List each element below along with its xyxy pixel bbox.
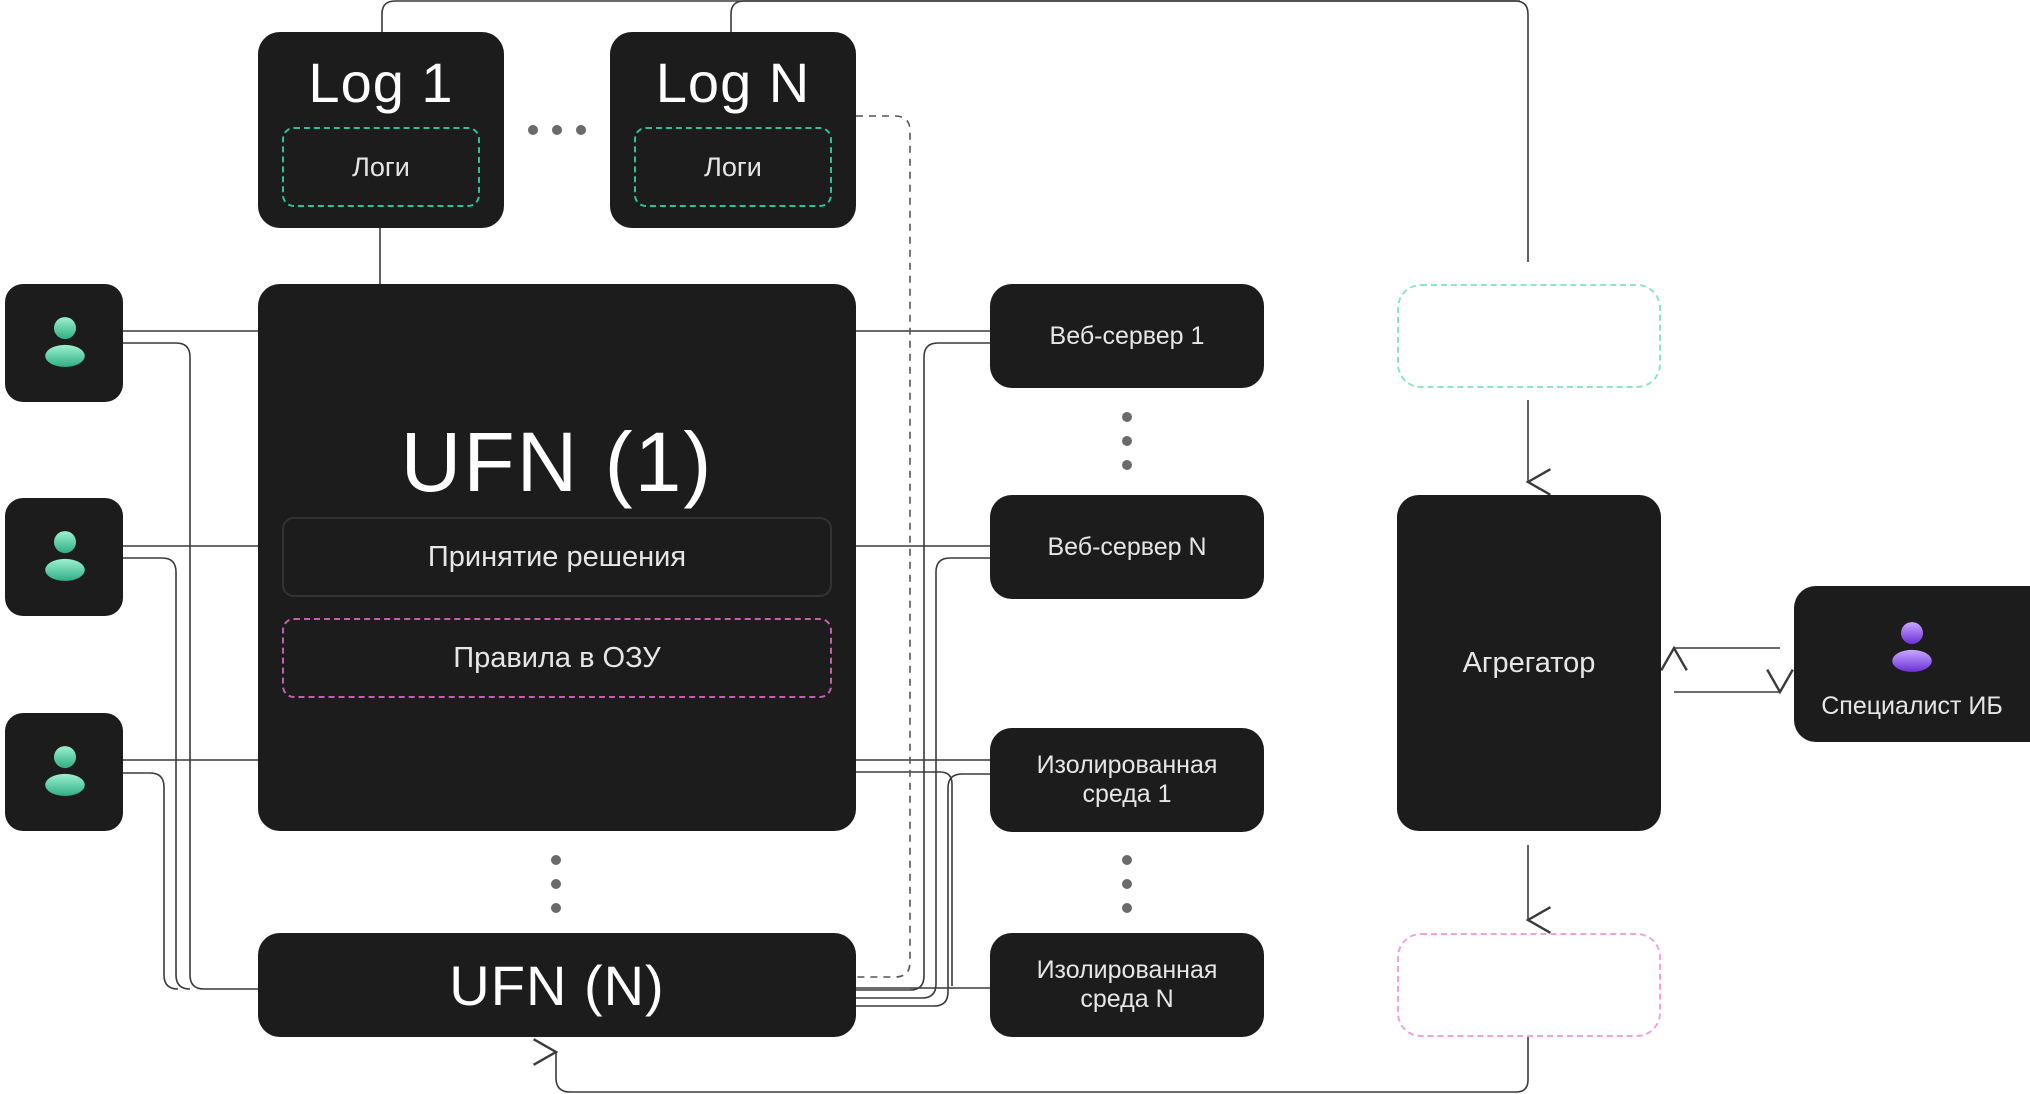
sandbox-n-label: Изолированная среда N — [1036, 956, 1218, 1013]
ellipsis-dot — [551, 879, 561, 889]
ufn-1-box: UFN (1) Принятие решения Правила в ОЗУ — [258, 284, 856, 831]
web-server-1-label: Веб-сервер 1 — [1049, 321, 1205, 350]
ellipsis-dot — [551, 903, 561, 913]
sandbox-1-box: Изолированная среда 1 — [990, 728, 1264, 832]
log-1-box: Log 1 Логи — [258, 32, 504, 228]
web-server-n-box: Веб-сервер N — [990, 495, 1264, 599]
aggregator-input-slot — [1397, 284, 1661, 388]
aggregator-box: Агрегатор — [1397, 495, 1661, 831]
log-n-storage: Логи — [634, 127, 832, 207]
user-card-3 — [5, 713, 123, 831]
aggregator-label: Агрегатор — [1462, 646, 1596, 679]
sandbox-1-label: Изолированная среда 1 — [1036, 751, 1218, 808]
specialist-card: Специалист ИБ — [1794, 586, 2030, 742]
ellipsis-dot — [1122, 879, 1132, 889]
ellipsis-dot — [1122, 855, 1132, 865]
ellipsis-dot — [551, 855, 561, 865]
sandbox-n-box: Изолированная среда N — [990, 933, 1264, 1037]
user-card-1 — [5, 284, 123, 402]
ufn-1-title: UFN (1) — [400, 415, 714, 509]
ellipsis-dot — [1122, 412, 1132, 422]
specialist-icon — [1892, 622, 1932, 672]
decision-panel: Принятие решения — [282, 517, 832, 597]
ufn-n-title: UFN (N) — [449, 953, 665, 1017]
web-server-n-label: Веб-сервер N — [1047, 532, 1207, 561]
ellipsis-dot — [1122, 460, 1132, 470]
specialist-label: Специалист ИБ — [1821, 692, 2003, 720]
ellipsis-dot — [1122, 903, 1132, 913]
ufn-n-box: UFN (N) — [258, 933, 856, 1037]
ellipsis-dot — [1122, 436, 1132, 446]
user-icon — [45, 317, 85, 367]
user-icon — [45, 746, 85, 796]
log-1-storage: Логи — [282, 127, 480, 207]
ellipsis-dot — [576, 125, 586, 135]
user-icon — [45, 531, 85, 581]
aggregator-output-slot — [1397, 933, 1661, 1037]
ellipsis-dot — [552, 125, 562, 135]
log-1-title: Log 1 — [308, 51, 454, 114]
log-n-box: Log N Логи — [610, 32, 856, 228]
log-n-title: Log N — [655, 51, 811, 114]
ellipsis-dot — [528, 125, 538, 135]
rules-panel: Правила в ОЗУ — [282, 618, 832, 698]
web-server-1-box: Веб-сервер 1 — [990, 284, 1264, 388]
user-card-2 — [5, 498, 123, 616]
